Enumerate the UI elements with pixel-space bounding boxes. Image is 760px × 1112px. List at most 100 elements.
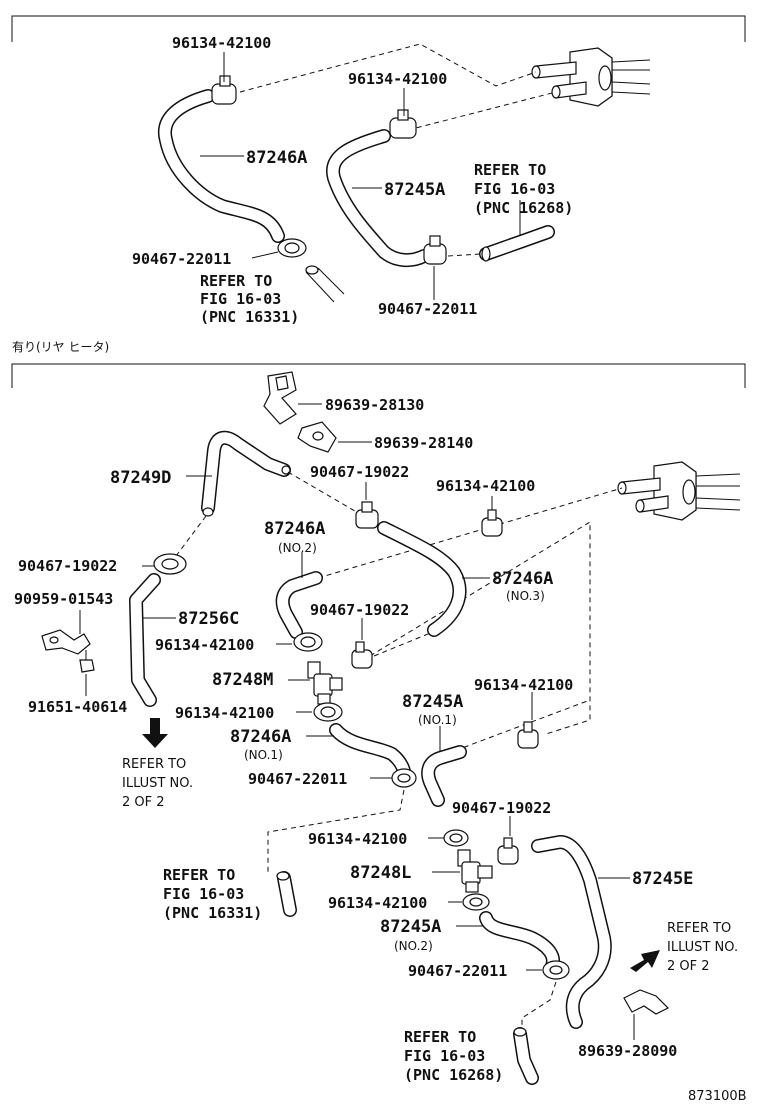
clamp-96134-42100-d	[517, 721, 539, 749]
hose-87249d	[201, 430, 291, 517]
clip-90959-01543	[41, 629, 91, 655]
refer-illust-a-line3: 2 OF 2	[122, 795, 165, 810]
ref4-line1: REFER TO	[404, 1028, 476, 1046]
label-90467-19022-d: 90467-19022	[452, 799, 551, 817]
label-87248m: 87248M	[212, 670, 273, 690]
ref3-line2: FIG 16-03	[163, 885, 244, 903]
label-87245a-no1: 87245A	[402, 692, 463, 712]
refer-illust-b-line2: ILLUST NO.	[667, 940, 738, 955]
ref1-line2: FIG 16-03	[474, 180, 555, 198]
hose-87246a-no3	[377, 521, 467, 637]
hose-87256c	[129, 573, 161, 707]
label-87248l: 87248L	[350, 863, 411, 883]
clamp-90467-22011-a	[391, 768, 417, 788]
label-96134-42100-b: 96134-42100	[155, 636, 254, 654]
bolt-91651-40614	[79, 650, 95, 673]
label-96134-42100-d: 96134-42100	[474, 676, 573, 694]
clamp-90467-19022-b	[351, 641, 373, 669]
label-96134-42100-a: 96134-42100	[436, 477, 535, 495]
refer-illust-a-line1: REFER TO	[122, 757, 186, 772]
pipe-ref-16268-top	[479, 225, 555, 262]
hose-87245e	[531, 835, 612, 1029]
refer-illust-b-line1: REFER TO	[667, 921, 731, 936]
hose-87245a-top	[326, 129, 431, 268]
pipe-ref-16331-top	[305, 265, 345, 303]
top-section-frame	[11, 15, 746, 42]
arrow-down-icon	[142, 718, 168, 748]
label-90467-22011-b: 90467-22011	[408, 962, 507, 980]
label-90467-19022-c: 90467-19022	[18, 557, 117, 575]
label-89639-28140: 89639-28140	[374, 434, 473, 452]
label-hose-87246a-top: 87246A	[246, 148, 307, 168]
bracket-89639-28130	[263, 371, 297, 425]
label-clamp-top-right: 96134-42100	[348, 70, 447, 88]
clamp-90467-22011-top-right	[423, 235, 447, 265]
label-87246a-no3-sub: (NO.3)	[506, 589, 545, 603]
clamp-90467-22011-top-left	[277, 238, 307, 258]
label-clamp-90467-top-left: 90467-22011	[132, 250, 231, 268]
label-87246a-no2: 87246A	[264, 519, 325, 539]
label-87246a-no1: 87246A	[230, 727, 291, 747]
pipe-ref-16331-bottom	[276, 871, 297, 917]
clamp-90467-19022-c	[153, 553, 187, 575]
joint-87248l	[457, 849, 493, 893]
pipe-ref-16268-bottom	[513, 1027, 539, 1085]
ref1-line3: (PNC 16268)	[474, 199, 573, 217]
label-87245e: 87245E	[632, 869, 693, 889]
refer-illust-a-line2: ILLUST NO.	[122, 776, 193, 791]
label-87246a-no2-sub: (NO.2)	[278, 541, 317, 555]
label-87245a-no1-sub: (NO.1)	[418, 713, 457, 727]
heater-unit-bottom	[617, 461, 741, 521]
heater-unit-top	[531, 47, 651, 107]
clamp-96134-42100-e	[443, 829, 469, 847]
label-87256c: 87256C	[178, 609, 239, 629]
ref3-line1: REFER TO	[163, 866, 235, 884]
label-91651-40614: 91651-40614	[28, 698, 127, 716]
hose-87245a-no2	[479, 911, 560, 973]
hose-87246a-top	[157, 89, 285, 243]
label-89639-28090: 89639-28090	[578, 1042, 677, 1060]
ref1-line1: REFER TO	[474, 161, 546, 179]
label-87245a-no2: 87245A	[380, 917, 441, 937]
label-87246a-no1-sub: (NO.1)	[244, 748, 283, 762]
ref2-line1: REFER TO	[200, 272, 272, 290]
hose-87245a-no1	[421, 745, 467, 807]
hose-87246a-no2	[275, 571, 323, 639]
clamp-90467-19022-d	[497, 837, 519, 865]
clamp-90467-19022-a	[355, 501, 379, 529]
section-note: 有り(リヤ ヒータ)	[12, 340, 109, 354]
label-89639-28130: 89639-28130	[325, 396, 424, 414]
label-96134-42100-e: 96134-42100	[308, 830, 407, 848]
label-87245a-no2-sub: (NO.2)	[394, 939, 433, 953]
ref2-line3: (PNC 16331)	[200, 308, 299, 326]
bottom-section-frame	[11, 363, 746, 388]
arrow-right-icon	[630, 950, 660, 972]
clamp-96134-42100-b	[293, 632, 323, 652]
label-clamp-90467-top-right: 90467-22011	[378, 300, 477, 318]
clamp-96134-42100-c	[313, 702, 343, 722]
label-87246a-no3: 87246A	[492, 569, 553, 589]
label-hose-87245a-top: 87245A	[384, 180, 445, 200]
clamp-96134-42100-top-right	[389, 109, 417, 139]
label-90467-19022-a: 90467-19022	[310, 463, 409, 481]
label-87249d: 87249D	[110, 468, 171, 488]
figure-code: 873100B	[688, 1089, 747, 1104]
label-clamp-top-left: 96134-42100	[172, 34, 271, 52]
clamp-90467-22011-b	[542, 960, 570, 980]
label-90467-22011-a: 90467-22011	[248, 770, 347, 788]
bracket-89639-28140	[297, 421, 337, 453]
ref4-line2: FIG 16-03	[404, 1047, 485, 1065]
clamp-96134-42100-top-left	[211, 75, 237, 105]
label-90467-19022-b: 90467-19022	[310, 601, 409, 619]
ref2-line2: FIG 16-03	[200, 290, 281, 308]
label-96134-42100-f: 96134-42100	[328, 894, 427, 912]
ref3-line3: (PNC 16331)	[163, 904, 262, 922]
bracket-89639-28090	[623, 989, 670, 1015]
label-96134-42100-c: 96134-42100	[175, 704, 274, 722]
clamp-96134-42100-a	[481, 509, 503, 537]
clamp-96134-42100-f	[462, 893, 490, 911]
label-90959-01543: 90959-01543	[14, 590, 113, 608]
joint-87248m	[307, 661, 343, 705]
refer-illust-b-line3: 2 OF 2	[667, 959, 710, 974]
